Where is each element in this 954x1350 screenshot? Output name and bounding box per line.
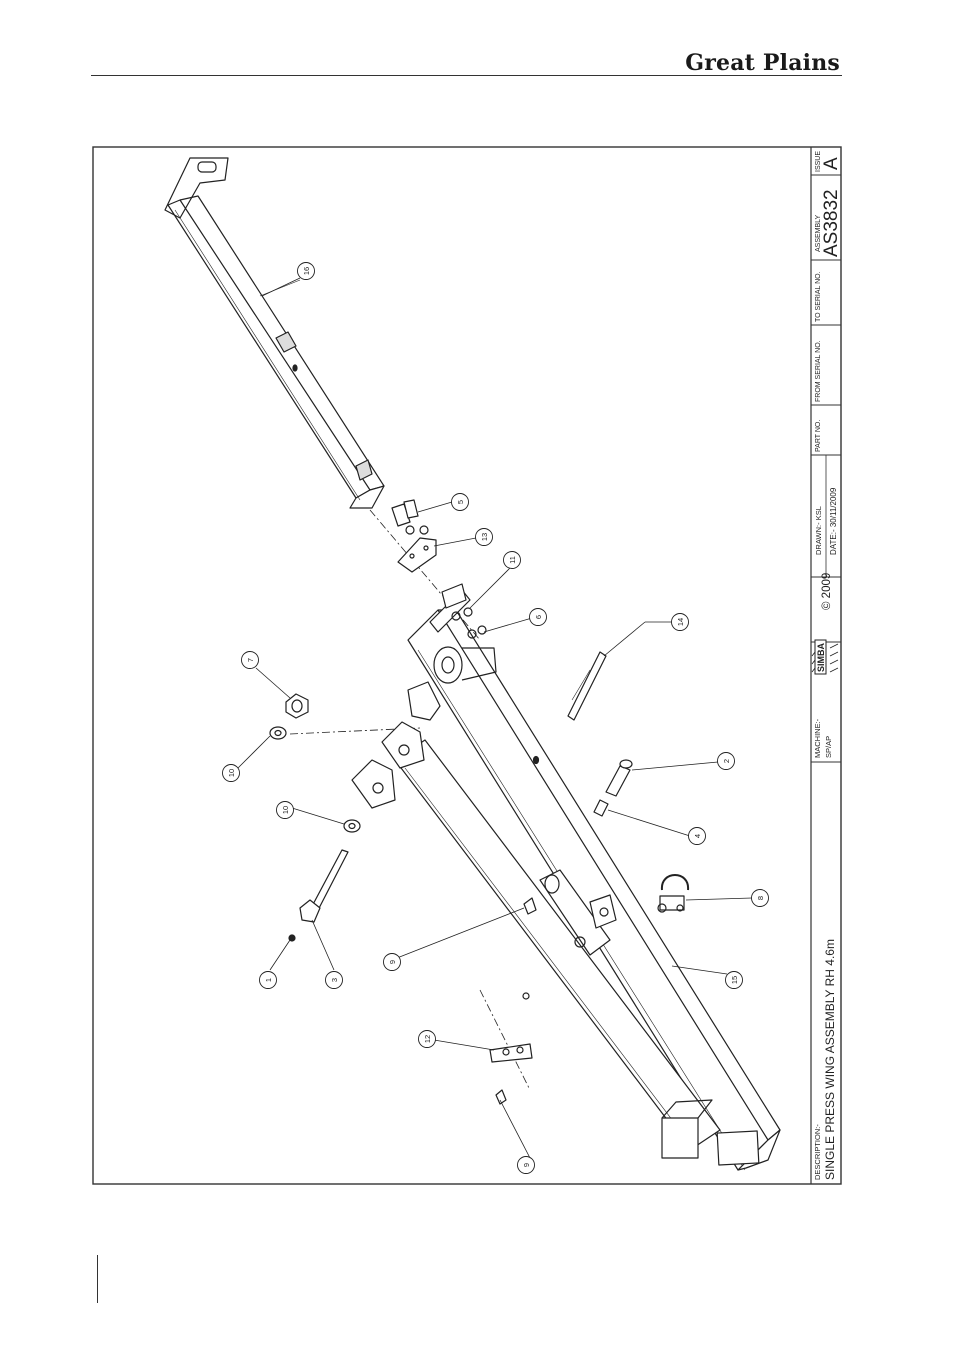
callout-4: 4 xyxy=(689,828,706,845)
callout-6: 6 xyxy=(530,609,547,626)
svg-text:6: 6 xyxy=(534,615,543,619)
callout-11: 11 xyxy=(504,552,521,569)
svg-text:5: 5 xyxy=(456,500,465,504)
bolts-5 xyxy=(392,500,428,534)
svg-text:10: 10 xyxy=(227,769,236,777)
svg-text:9: 9 xyxy=(388,960,397,964)
issue-letter: A xyxy=(821,157,842,170)
extension-tube xyxy=(165,158,384,508)
nuts-6-11 xyxy=(452,608,486,638)
svg-text:10: 10 xyxy=(281,806,290,814)
callout-8: 8 xyxy=(752,890,769,907)
callout-12: 12 xyxy=(419,1031,436,1048)
drawing-date: DATE:- 30/11/2009 xyxy=(829,487,838,555)
description-label: DESCRIPTION:- xyxy=(813,1124,822,1180)
svg-text:11: 11 xyxy=(508,556,517,564)
callout-5: 5 xyxy=(452,494,469,511)
callout-3: 3 xyxy=(326,972,343,989)
callout-14: 14 xyxy=(672,614,689,631)
bracket-14 xyxy=(568,652,606,720)
svg-text:15: 15 xyxy=(730,976,739,984)
svg-text:16: 16 xyxy=(302,267,311,275)
svg-text:4: 4 xyxy=(693,834,702,838)
callout-10-lower: 10 xyxy=(277,802,294,819)
from-serial-label: FROM SERIAL NO. xyxy=(815,340,822,402)
callout-15: 15 xyxy=(726,972,743,989)
svg-text:7: 7 xyxy=(246,658,255,662)
callout-10-upper: 10 xyxy=(223,765,240,782)
to-serial-label: TO SERIAL NO. xyxy=(815,271,822,322)
svg-text:SIMBA: SIMBA xyxy=(816,643,826,673)
callout-16: 16 xyxy=(298,263,315,280)
shackle xyxy=(658,875,688,912)
svg-text:13: 13 xyxy=(480,533,489,541)
svg-text:2: 2 xyxy=(722,759,731,763)
callout-1: 1 xyxy=(260,972,277,989)
copyright: © 2009 xyxy=(821,573,833,610)
svg-text:8: 8 xyxy=(756,896,765,900)
callout-7: 7 xyxy=(242,652,259,669)
callout-13: 13 xyxy=(476,529,493,546)
machine-label: MACHINE:- xyxy=(813,718,822,758)
svg-text:1: 1 xyxy=(264,978,273,982)
part-no-label: PART NO. xyxy=(815,420,822,452)
svg-text:3: 3 xyxy=(330,978,339,982)
svg-text:12: 12 xyxy=(423,1035,432,1043)
machine-value: SP/AP xyxy=(824,736,833,758)
drawn-by: DRAWN:- KSL xyxy=(814,506,823,555)
description-value: SINGLE PRESS WING ASSEMBLY RH 4.6m xyxy=(823,939,837,1180)
svg-text:9: 9 xyxy=(522,1163,531,1167)
title-block: DESCRIPTION:- SINGLE PRESS WING ASSEMBLY… xyxy=(811,147,842,1184)
pins-2-4 xyxy=(594,760,632,816)
simba-logo: SIMBA xyxy=(812,640,838,674)
callout-2: 2 xyxy=(718,753,735,770)
callout-9-upper: 9 xyxy=(384,954,401,971)
callout-9-lower: 9 xyxy=(518,1157,535,1174)
svg-text:14: 14 xyxy=(676,618,685,626)
clamp-plate xyxy=(398,538,436,572)
assembly-number: AS3832 xyxy=(821,189,842,257)
pivot-pin xyxy=(289,850,348,941)
